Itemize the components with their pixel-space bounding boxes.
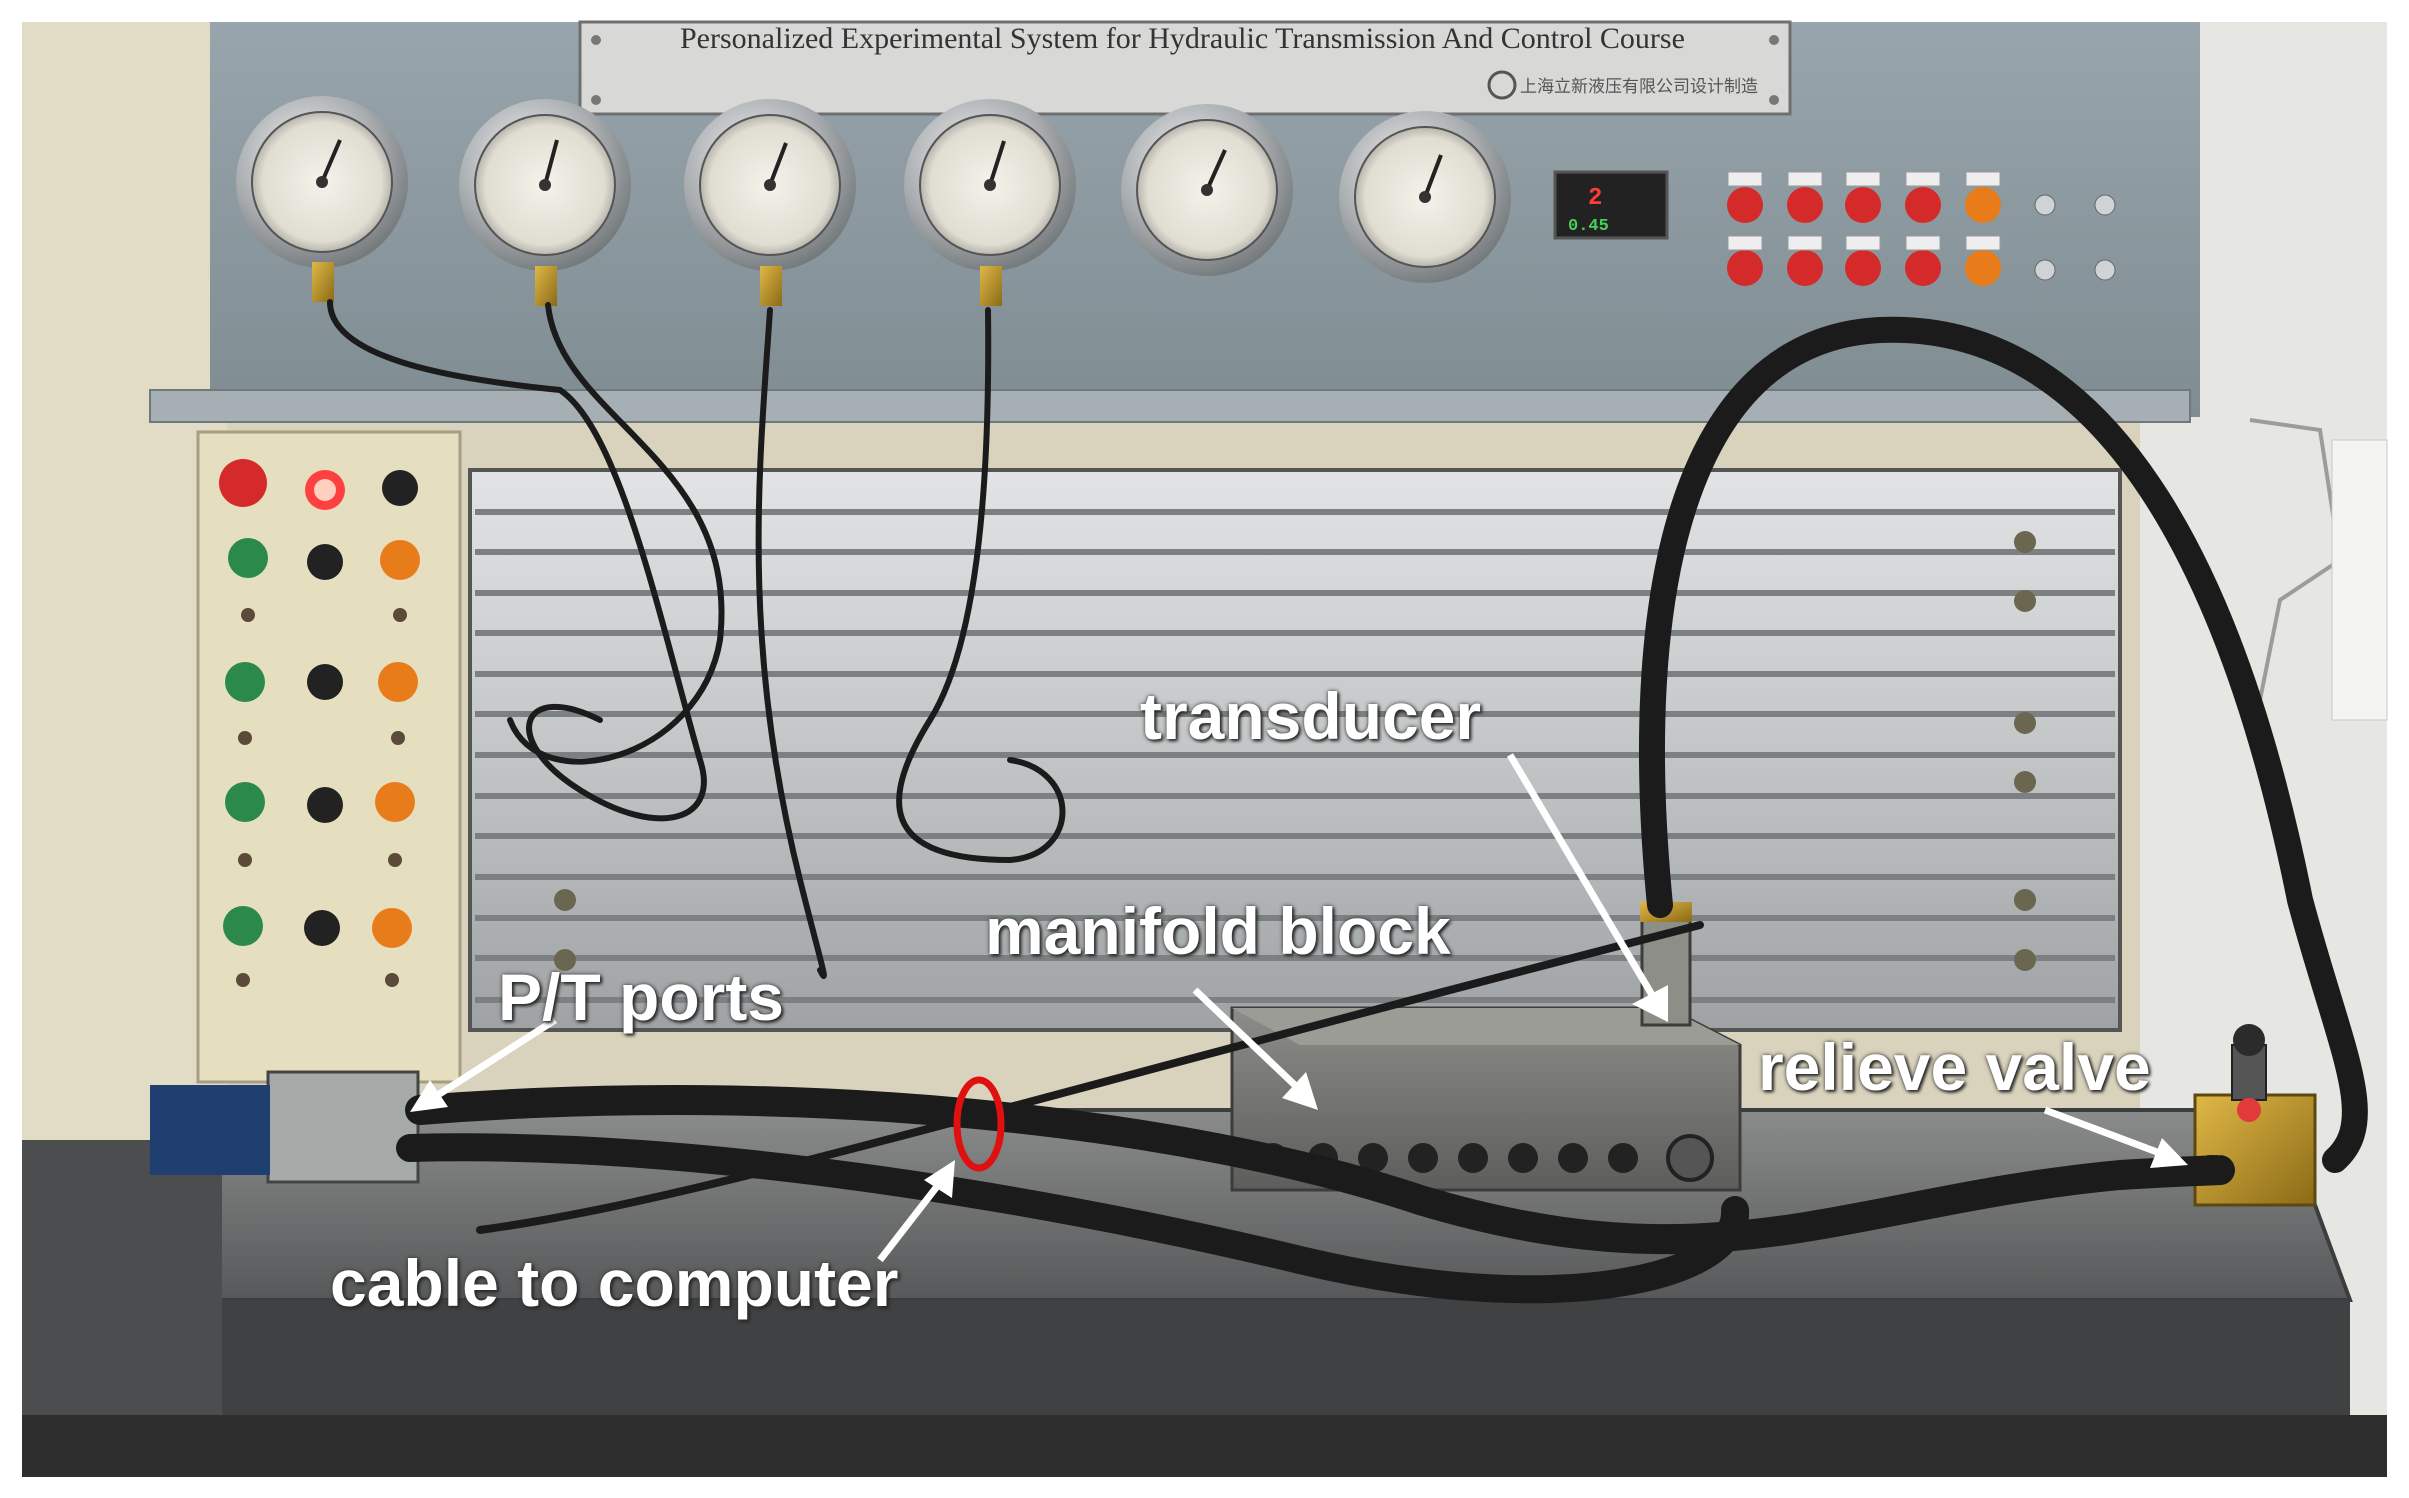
gauge-fittings xyxy=(312,262,1002,306)
pressure-gauge-5 xyxy=(1121,104,1293,276)
label-cable-to-computer: cable to computer xyxy=(330,1246,899,1320)
cable-highlight-circle xyxy=(953,1076,1005,1172)
pt-port-block xyxy=(266,1070,420,1184)
pressure-gauge-1 xyxy=(236,96,408,268)
label-relieve-valve: relieve valve xyxy=(1758,1030,2151,1104)
label-pt-ports: P/T ports xyxy=(498,960,785,1034)
plate-title: Personalized Experimental System for Hyd… xyxy=(680,22,1685,55)
shelf-rail xyxy=(149,389,2191,423)
pressure-gauge-3 xyxy=(684,99,856,271)
pressure-gauge-4 xyxy=(904,99,1076,271)
relief-valve-body xyxy=(2193,1024,2317,1207)
pressure-gauge-2 xyxy=(459,99,631,271)
display-reading-bottom: 0.45 xyxy=(1568,217,1609,236)
label-manifold-block: manifold block xyxy=(985,894,1451,968)
display-reading-top: 2 xyxy=(1588,185,1602,212)
plate-slots xyxy=(475,509,2115,1003)
digital-display xyxy=(1553,170,1669,240)
plate-subtitle: 上海立新液压有限公司设计制造 xyxy=(1520,77,1758,96)
annotation-arrows xyxy=(410,753,2188,1263)
top-button-grid xyxy=(1727,171,2116,286)
control-buttons xyxy=(219,459,420,987)
plate-holes xyxy=(554,531,2036,971)
control-panel-left xyxy=(196,430,462,1084)
pressure-gauge-6 xyxy=(1339,111,1511,283)
hydraulic-hoses xyxy=(327,299,2368,1304)
aluminium-plate xyxy=(468,468,2122,1032)
label-transducer: transducer xyxy=(1140,679,1482,753)
